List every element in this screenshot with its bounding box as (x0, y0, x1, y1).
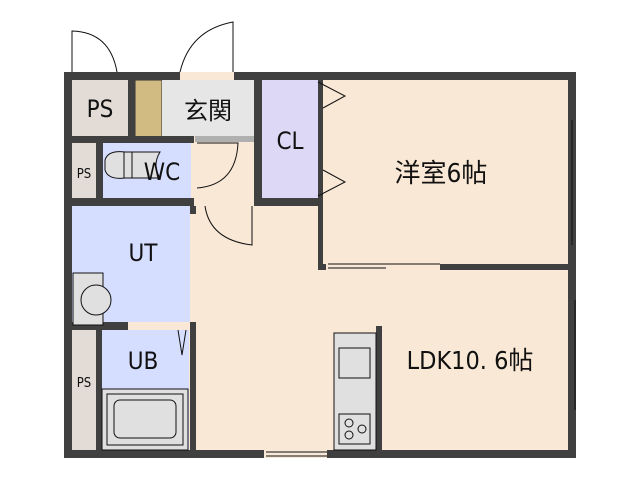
entrance-step (195, 136, 258, 142)
bathtub-icon (101, 388, 189, 451)
entrance-floor (162, 80, 255, 136)
washbasin-icon (72, 272, 112, 326)
closet-floor (262, 80, 319, 198)
ps-top-floor (72, 80, 128, 136)
utility-label: UT (129, 239, 159, 267)
closet-label: CL (276, 127, 303, 155)
ps-bottom-floor (72, 330, 96, 450)
sink-icon (338, 347, 371, 379)
western-room-label: 洋室6帖 (395, 159, 488, 189)
walls (64, 72, 576, 458)
bath-label: UB (128, 347, 159, 375)
kitchen-counter (333, 332, 377, 451)
wc-label: WC (144, 158, 180, 186)
ldk-label: LDK10. 6帖 (407, 346, 534, 375)
ps-mid-label: PS (77, 167, 91, 182)
toilet-icon (104, 151, 161, 179)
shoe-box (134, 79, 163, 138)
ps-mid-floor (72, 143, 96, 199)
ps-bottom-label: PS (77, 376, 91, 391)
stove-icon (338, 413, 371, 445)
doors (71, 21, 576, 457)
ps-top-label: PS (87, 95, 114, 123)
entrance-label: 玄関 (184, 97, 232, 125)
